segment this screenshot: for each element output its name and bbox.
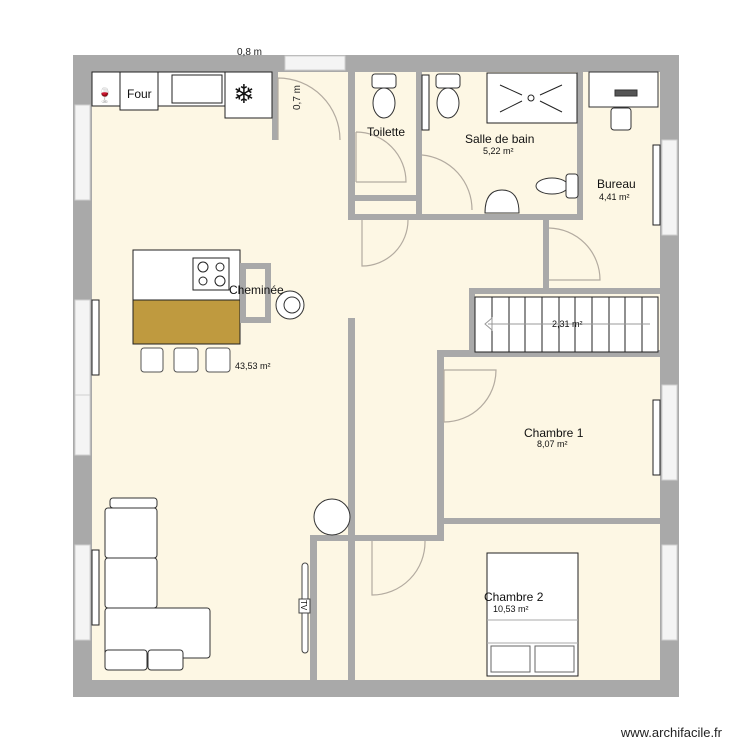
window-left-3 <box>74 394 91 456</box>
windows <box>74 55 678 641</box>
doors <box>277 77 601 596</box>
tv-label: TV <box>299 600 308 611</box>
window-left-4 <box>74 544 91 641</box>
bathroom-sink <box>484 189 520 214</box>
glass-fork-icon: 🍷 <box>96 87 113 104</box>
room-area-living: 43,53 m² <box>235 361 271 371</box>
watermark: www.archifacile.fr <box>620 725 722 740</box>
window-right-ch2 <box>661 544 678 641</box>
sink <box>171 74 223 104</box>
door-chambre1 <box>443 369 497 423</box>
door-bureau <box>548 227 601 281</box>
island-top <box>132 299 241 345</box>
door-toilette <box>355 131 407 183</box>
radiator-left-2 <box>91 549 100 626</box>
door-hall <box>361 219 409 267</box>
bar-stools <box>140 347 231 373</box>
fireplace <box>240 263 271 323</box>
oven-label: Four <box>127 87 152 101</box>
radiator-left-1 <box>91 299 100 376</box>
dim-door-width: 0,7 m <box>292 85 303 110</box>
room-area-salle-de-bain: 5,22 m² <box>483 146 514 156</box>
room-name-toilette: Toilette <box>367 125 405 139</box>
room-name-chambre-2: Chambre 2 <box>484 590 544 604</box>
bathroom-toilet <box>535 173 579 199</box>
fireplace-label: Cheminée <box>229 283 284 297</box>
cooktop <box>192 257 230 291</box>
radiator-bureau <box>652 144 661 226</box>
room-name-chambre-1: Chambre 1 <box>524 426 584 440</box>
shower <box>486 72 578 124</box>
staircase <box>474 296 659 353</box>
door-bathroom <box>421 154 473 211</box>
window-left-1 <box>74 104 91 201</box>
fireplace-stove-icon <box>275 290 305 320</box>
room-name-salle-de-bain: Salle de bain <box>465 132 534 146</box>
snowflake-icon: ❄ <box>233 79 255 109</box>
wc <box>371 73 461 119</box>
tv-label-box <box>298 598 311 614</box>
interior-walls <box>272 72 660 680</box>
radiator-bathroom <box>421 74 430 131</box>
window-right-ch1 <box>661 384 678 481</box>
kitchen-counter <box>91 71 273 119</box>
door-chambre2 <box>371 540 426 596</box>
window-left-2 <box>74 299 91 396</box>
dishwasher <box>91 71 121 107</box>
radiator-ch1 <box>652 399 661 476</box>
bed <box>486 552 579 677</box>
oven <box>119 71 159 111</box>
room-area-chambre-1: 8,07 m² <box>537 439 568 449</box>
room-area-stairs: 2,31 m² <box>552 319 583 329</box>
window-top-kitchen <box>284 55 346 71</box>
radiators <box>91 74 661 626</box>
room-area-bureau: 4,41 m² <box>599 192 630 202</box>
door-kitchen <box>277 77 341 141</box>
room-area-chambre-2: 10,53 m² <box>493 604 529 614</box>
desk <box>588 71 659 131</box>
round-table <box>313 498 351 536</box>
window-right-bureau <box>661 139 678 236</box>
room-name-bureau: Bureau <box>597 177 636 191</box>
sofa <box>104 497 211 671</box>
dim-top-width: 0,8 m <box>237 47 262 58</box>
fridge <box>224 71 273 119</box>
